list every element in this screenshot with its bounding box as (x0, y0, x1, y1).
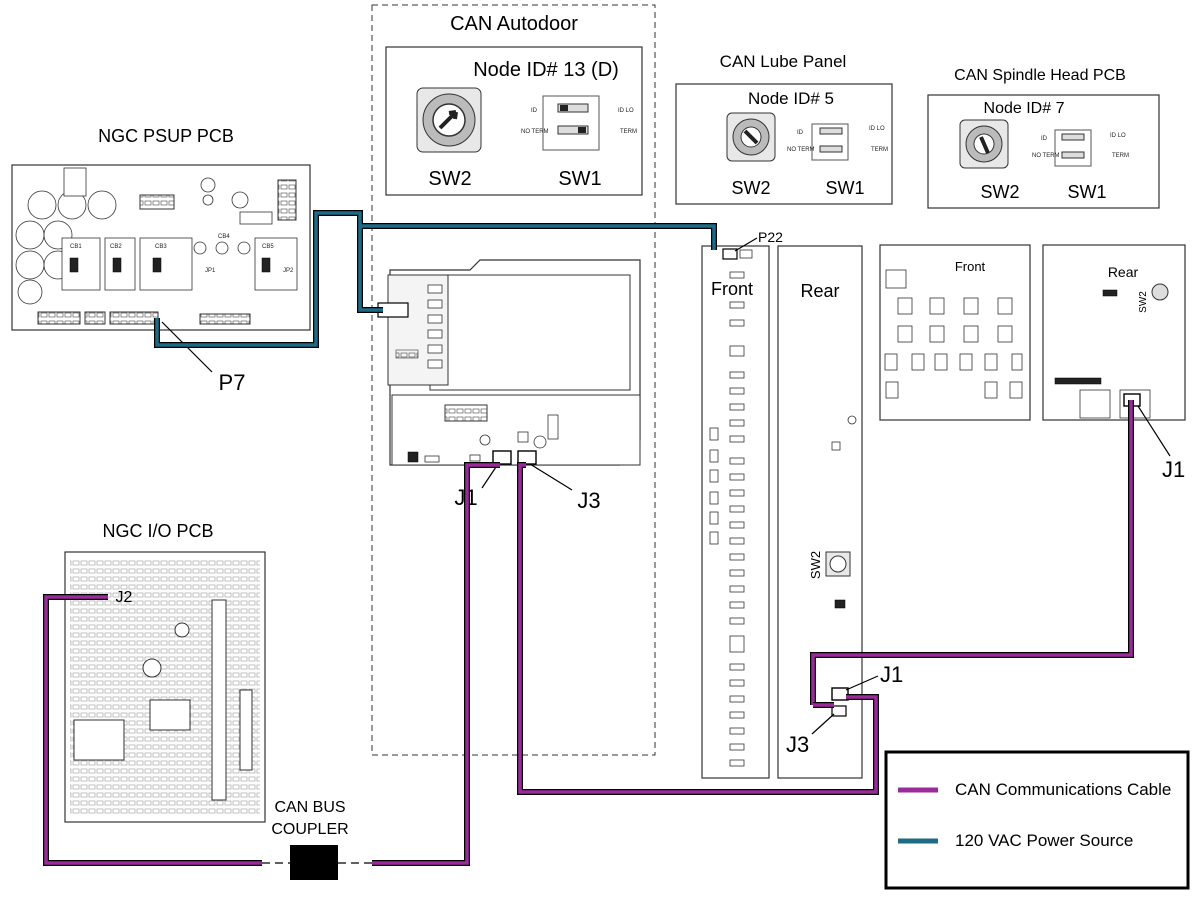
autodoor-rotary-switch (416, 87, 482, 153)
lube-sw2: SW2 (731, 178, 770, 198)
power-cable (154, 210, 717, 348)
lube-node-box: Node ID# 5 ID NO TERM ID LO TERM SW2 SW1 (675, 83, 893, 205)
autodoor-j1-connector (492, 450, 512, 465)
lube-rear-j3-label: J3 (786, 732, 809, 757)
autodoor-node-id: Node ID# 13 (D) (473, 59, 619, 81)
lube-p22-label: P22 (758, 229, 783, 245)
spindle-dip-id: ID (1041, 136, 1048, 142)
lube-dip-idlo: ID LO (869, 126, 885, 132)
autodoor-title: CAN Autodoor (450, 13, 578, 35)
psup-title: NGC PSUP PCB (98, 126, 234, 146)
spindle-front-board (879, 244, 1031, 421)
spindle-front-title: Front (955, 259, 986, 274)
lube-p22-connector (722, 248, 738, 260)
cb1-label: CB1 (70, 244, 82, 250)
spindle-dip-idlo: ID LO (1110, 133, 1126, 139)
lube-rear-j3-connector (831, 705, 847, 717)
legend-can-label: CAN Communications Cable (955, 780, 1171, 799)
autodoor-enclosure (371, 4, 656, 756)
lube-title: CAN Lube Panel (720, 52, 847, 71)
dip-idlo-label: ID LO (618, 108, 634, 114)
spindle-node-id: Node ID# 7 (984, 100, 1065, 117)
cb3-label: CB3 (155, 244, 167, 250)
spindle-rear-title: Rear (1108, 264, 1139, 280)
spindle-dip-term: TERM (1112, 153, 1129, 159)
lube-dip-noterm: NO TERM (787, 147, 815, 153)
autodoor-node-box: Node ID# 13 (D) ID NO TERM ID LO TERM SW… (385, 46, 643, 196)
lube-rear-j1-connector (831, 687, 849, 701)
dip-id-label: ID (531, 108, 538, 114)
spindle-sw1: SW1 (1067, 182, 1106, 202)
legend-power-label: 120 VAC Power Source (955, 831, 1133, 850)
lube-front-board (701, 245, 770, 779)
lube-rear-sw2: SW2 (808, 551, 823, 579)
coupler-label-line1: CAN BUS (274, 799, 345, 816)
spindle-dip-noterm: NO TERM (1032, 153, 1060, 159)
can-bus-coupler (290, 845, 338, 880)
cb2-label: CB2 (110, 244, 122, 250)
autodoor-sw1: SW1 (558, 168, 601, 190)
spindle-rear-board (1042, 244, 1186, 421)
cb5-label: CB5 (262, 244, 274, 250)
autodoor-board (377, 259, 641, 466)
jp2-label: JP2 (283, 268, 294, 274)
lube-dip-id: ID (797, 130, 804, 136)
dip-noterm-label: NO TERM (521, 129, 549, 135)
autodoor-j3-connector (517, 450, 537, 465)
can-cable (43, 400, 1134, 866)
cb4-label: CB4 (218, 234, 230, 240)
legend: CAN Communications Cable 120 VAC Power S… (884, 750, 1190, 890)
spindle-node-box: Node ID# 7 ID NO TERM ID LO TERM SW2 SW1 (927, 94, 1160, 209)
psup-board: CB1 CB2 CB3 CB4 CB5 JP1 JP2 (11, 164, 311, 331)
lube-rear-title: Rear (800, 281, 839, 301)
coupler-label-line2: COUPLER (271, 821, 348, 838)
lube-front-title: Front (711, 279, 753, 299)
spindle-sw2: SW2 (980, 182, 1019, 202)
autodoor-dip-switch: ID NO TERM ID LO TERM (521, 95, 637, 151)
io-j2-label: J2 (116, 589, 133, 606)
lube-rear-j1-label: J1 (880, 662, 903, 687)
dip-term-label: TERM (620, 129, 637, 135)
lube-sw1: SW1 (825, 178, 864, 198)
spindle-rear-j1-label: J1 (1162, 457, 1185, 482)
lube-dip-term: TERM (871, 147, 888, 153)
spindle-title: CAN Spindle Head PCB (954, 67, 1126, 84)
io-board (64, 551, 266, 823)
autodoor-sw2: SW2 (428, 168, 471, 190)
io-title: NGC I/O PCB (102, 521, 213, 541)
lube-node-id: Node ID# 5 (748, 89, 834, 108)
spindle-rear-sw2: SW2 (1138, 291, 1149, 313)
psup-p7-label: P7 (219, 370, 246, 395)
autodoor-j3-label: J3 (577, 488, 600, 513)
jp1-label: JP1 (205, 268, 216, 274)
